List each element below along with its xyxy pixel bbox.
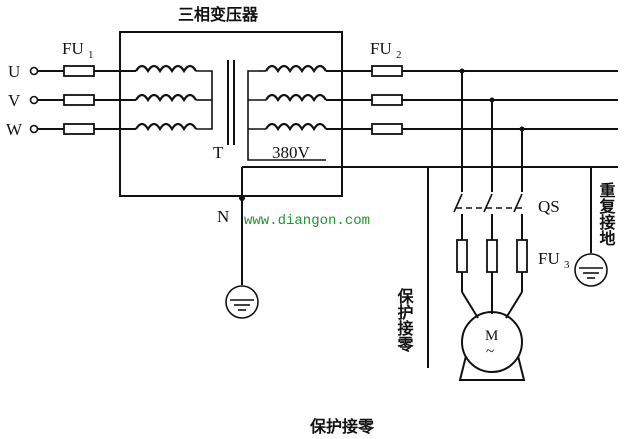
terminal-v bbox=[29, 95, 39, 105]
terminal-w bbox=[29, 124, 39, 134]
secondary-windings: 380V bbox=[247, 64, 327, 162]
fu2-label: FU bbox=[370, 39, 392, 58]
phase-inputs: U V W bbox=[6, 62, 64, 139]
motor-branch bbox=[459, 68, 525, 192]
phase-w-label: W bbox=[6, 120, 23, 139]
fu2-subscript: 2 bbox=[396, 49, 402, 61]
motor: M ~ bbox=[458, 311, 526, 381]
terminal-u bbox=[29, 66, 39, 76]
fuse-fu3: FU 3 bbox=[456, 239, 570, 273]
neutral-line: N bbox=[217, 166, 618, 285]
repeat-ground: 重复接地 bbox=[574, 167, 617, 287]
fu3-subscript: 3 bbox=[564, 259, 570, 271]
fu1-label: FU bbox=[62, 39, 84, 58]
transformer-frame bbox=[119, 31, 343, 197]
repeat-ground-label: 重复接地 bbox=[597, 181, 617, 246]
phase-v-label: V bbox=[8, 91, 21, 110]
motor-ac-symbol: ~ bbox=[486, 344, 494, 360]
fu3-label: FU bbox=[538, 249, 560, 268]
watermark-url: www.diangon.com bbox=[244, 213, 370, 229]
fu1-subscript: 1 bbox=[88, 49, 94, 61]
fuse-fu2: FU 2 bbox=[326, 39, 618, 135]
fuse-fu1: FU 1 bbox=[62, 39, 136, 135]
diagram-caption: 保护接零 bbox=[309, 417, 375, 436]
phase-u-label: U bbox=[8, 62, 20, 81]
neutral-ground-symbol bbox=[225, 285, 259, 319]
switch-qs: QS bbox=[453, 193, 560, 240]
transformer-core: T bbox=[213, 60, 235, 162]
neutral-label: N bbox=[217, 207, 229, 226]
voltage-label: 380V bbox=[272, 143, 311, 162]
transformer-label: T bbox=[213, 143, 224, 162]
motor-leads bbox=[461, 272, 523, 319]
protective-zero-label: 保护接零 bbox=[395, 287, 415, 353]
motor-label: M bbox=[485, 328, 498, 344]
transformer-title: 三相变压器 bbox=[178, 5, 259, 24]
qs-label: QS bbox=[538, 197, 560, 216]
primary-windings bbox=[135, 64, 213, 132]
